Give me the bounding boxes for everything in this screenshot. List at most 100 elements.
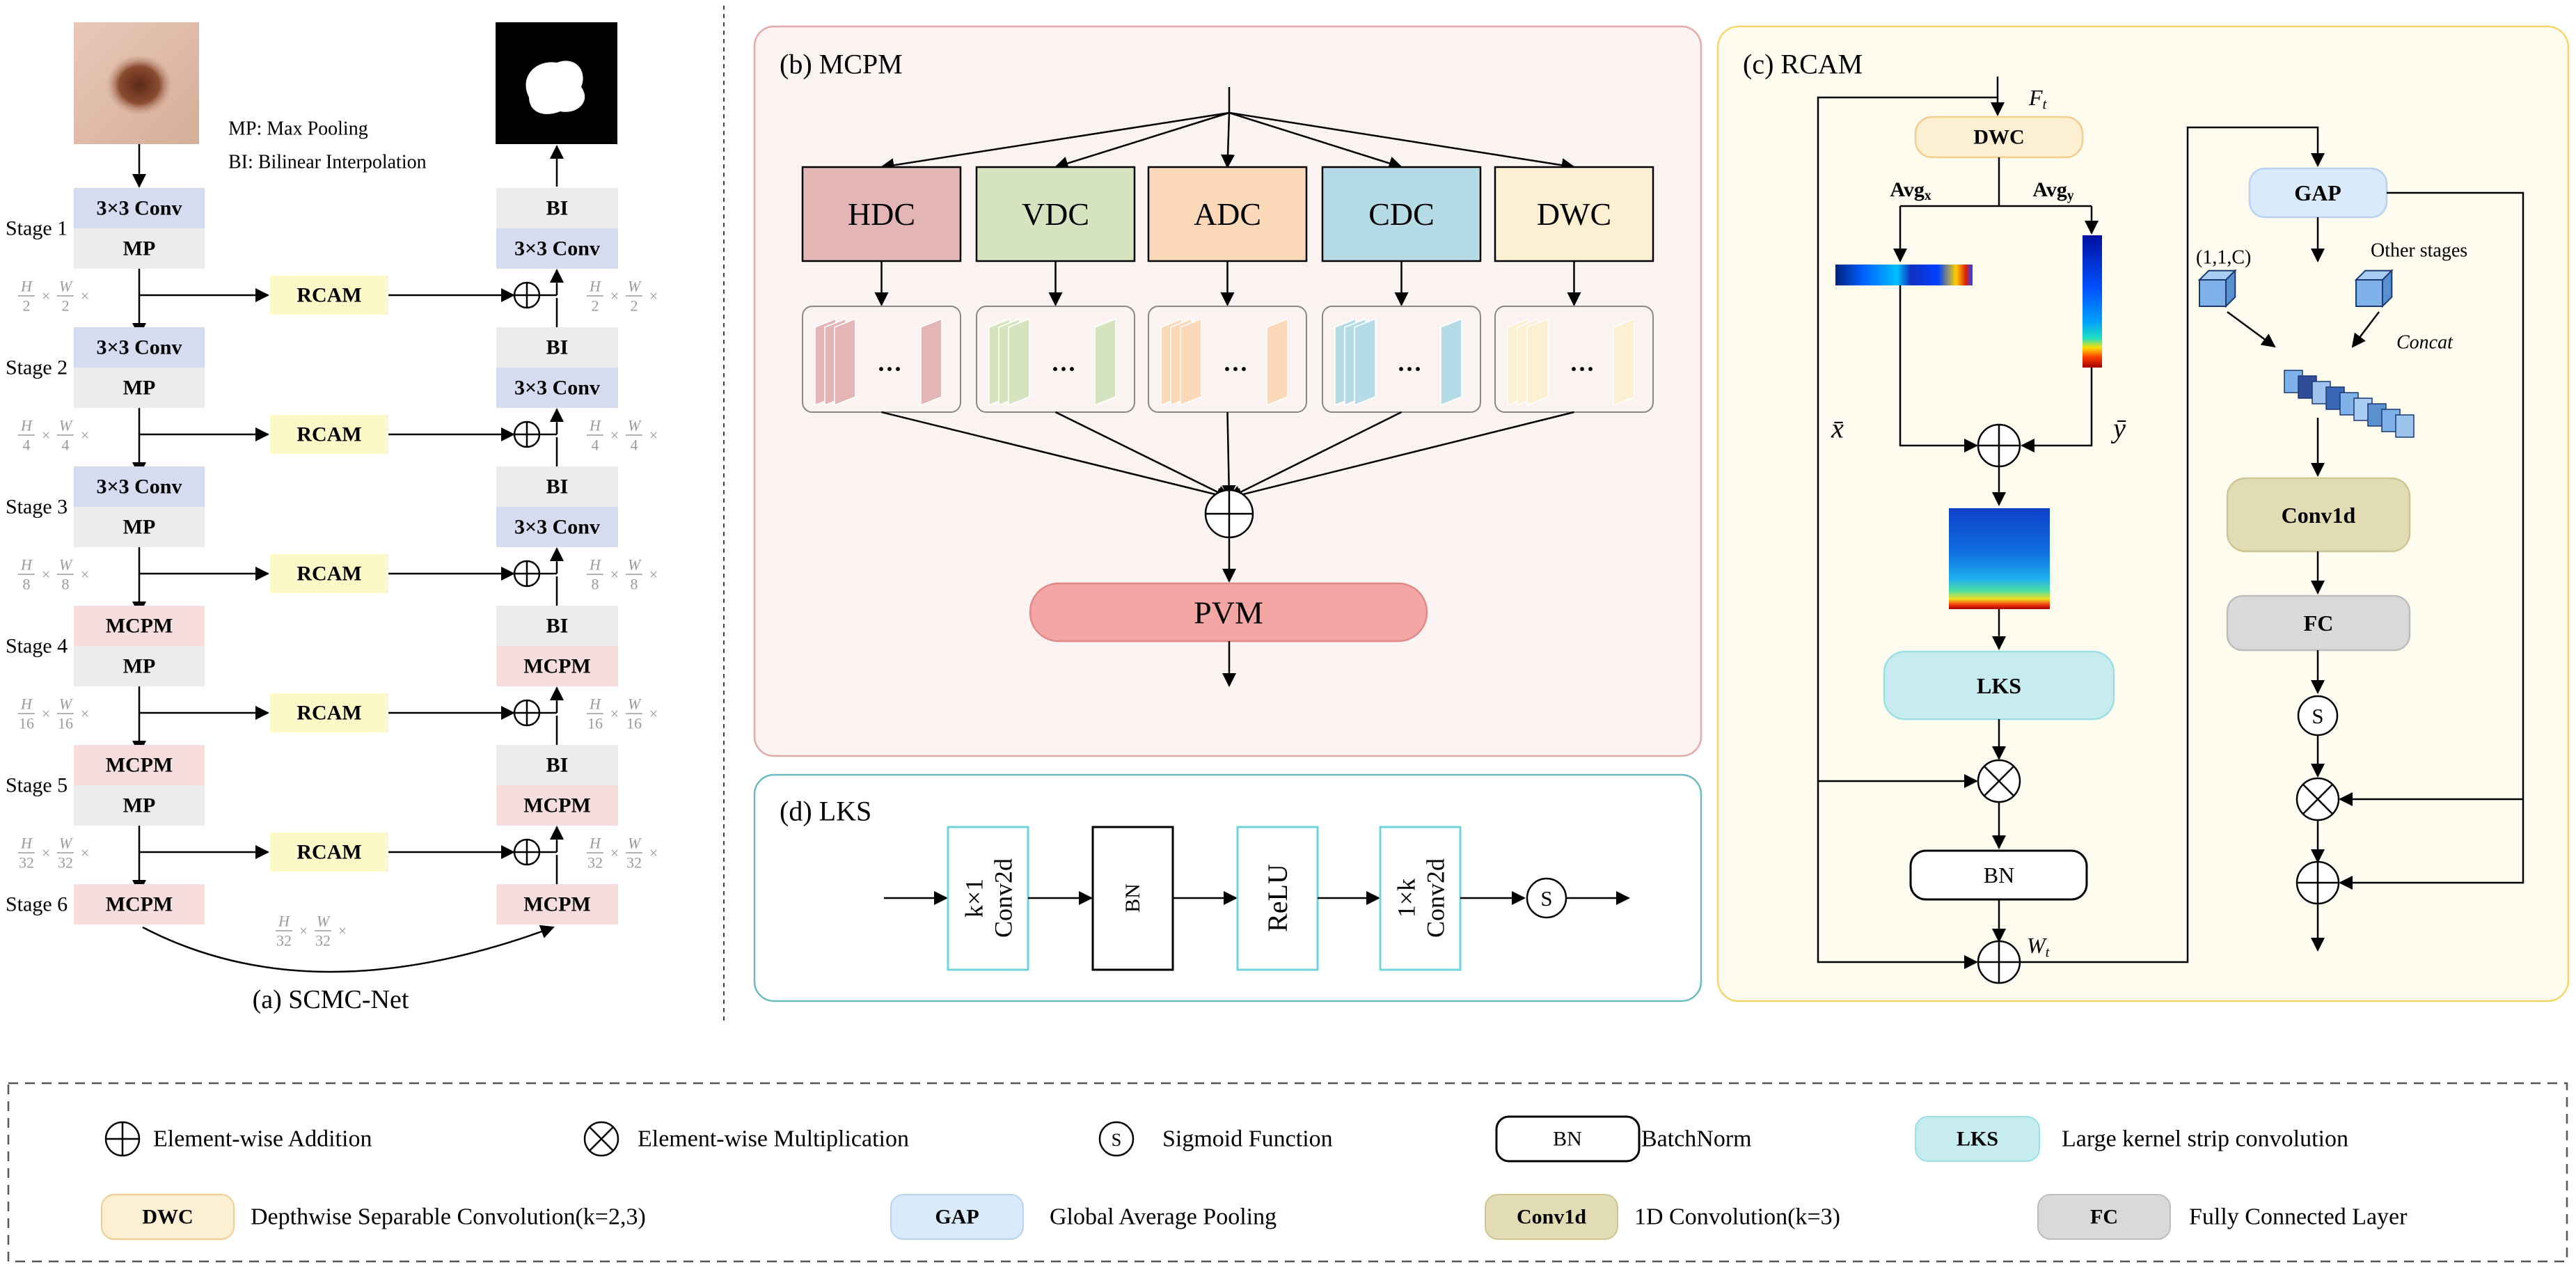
branch-block [1147,166,1308,262]
legend-lks-swatch [1915,1116,2040,1162]
dim-times: × [610,288,619,305]
decoder-block-top [496,466,618,507]
feature-map [1613,317,1635,407]
dim-left: H32×W32× [18,835,89,872]
cube-side [2382,269,2393,308]
encoder-block-top [74,606,205,646]
dim-num: H [20,417,33,434]
dim-right: H32×W32× [587,835,658,872]
dim-den: 32 [19,854,34,872]
branch-block [975,166,1136,262]
dim-left: H16×W16× [18,695,89,732]
rcam-label: RCAM [297,562,361,585]
decoder-block-bottom-label: MCPM [523,794,591,817]
encoder-block-top [74,466,205,507]
other-stages-label: Other stages [2371,240,2467,262]
encoder-block-top-label: 3×3 Conv [97,475,182,498]
dim-den: 8 [62,576,70,593]
dim-num: H [278,913,290,930]
rcam-label: RCAM [297,702,361,725]
feature-map [1008,317,1030,407]
decoder-block-bottom-label: MCPM [523,655,591,678]
dim-times: × [610,566,619,583]
encoder-block-bottom [74,646,205,686]
dim-den: 32 [626,854,642,872]
bn-label: BN [1984,863,2014,888]
lks-title: (d) LKS [780,796,871,827]
decoder-block-bottom [496,507,618,547]
dim-den: 8 [592,576,599,593]
dim-times: × [42,427,50,444]
lks-block-line1: ReLU [1262,864,1293,932]
feature-map [1266,317,1288,407]
dim-den: 16 [19,715,34,732]
rcam-output-label: Wt [2027,933,2050,960]
dim-den: 2 [592,297,599,315]
mcpm-title: (b) MCPM [780,49,903,80]
encoder-block-top [74,745,205,785]
decoder-block-top-label: BI [546,754,569,777]
legend-sigmoid-icon [1098,1121,1135,1157]
conv1d-label: Conv1d [2282,503,2356,528]
concat-cube [2395,414,2415,438]
dim-num: H [589,278,601,295]
merge-arrow [881,411,1231,502]
feature-map [1526,317,1549,407]
dim-den: 32 [315,932,331,950]
dim-den: 32 [587,854,603,872]
feature-map [1440,317,1462,407]
dim-den: 8 [631,576,638,593]
decoder-block-bottom-label: 3×3 Conv [514,377,600,400]
legend-text: Large kernel strip convolution [2062,1126,2348,1152]
dim-times: × [81,566,89,583]
legend-bi: BI: Bilinear Interpolation [228,152,427,173]
avg-x-heatstrip [1835,265,1973,285]
dim-num: W [628,835,642,852]
dim-times: × [299,922,308,940]
decoder-block-top [496,606,618,646]
encoder-block-top [74,188,205,228]
dim-times: × [610,705,619,723]
dim-den: 4 [592,436,599,454]
dim-num: H [589,417,601,434]
dim-num: H [589,556,601,574]
dim-num: H [20,278,33,295]
stage-label: Stage 5 [6,774,68,797]
dim-num: W [59,417,73,434]
lks-block [947,826,1029,971]
dim-left: H8×W8× [18,556,89,593]
pvm-label: PVM [1194,595,1263,631]
dim-num: W [59,695,73,713]
legend-mp: MP: Max Pooling [228,118,368,140]
feature-ellipsis: ··· [1397,355,1422,383]
shape-label: (1,1,C) [2196,247,2251,269]
decoder-block-bottom [496,646,618,686]
x-bar-label: x̄ [1831,413,1844,444]
dim-right: H16×W16× [587,695,658,732]
decoder-block-top-label: BI [546,615,569,638]
feature-map [920,317,942,407]
rcam-label: RCAM [297,284,361,307]
lks-block-text: ReLU [1262,864,1293,932]
dim-times: × [81,705,89,723]
branch-label: HDC [848,196,915,232]
encoder-block-top-label: 3×3 Conv [97,336,182,359]
avg-y-heatstrip [2083,235,2102,368]
concat-arrow [2351,311,2380,348]
rcam-block [270,276,388,315]
feature-ellipsis: ··· [1570,355,1595,383]
dim-right: H2×W2× [587,278,658,315]
decoder-block-stage6-label: MCPM [523,893,591,916]
feature-ellipsis: ··· [1223,355,1248,383]
avg-x-label: Avgx [1890,178,1931,203]
encoder-block-top [74,327,205,368]
bottleneck-arrow [142,924,555,973]
multiply-icon-stroke [2302,783,2334,815]
legend-swatch [1485,1194,1618,1240]
mask-blob [526,61,585,114]
dim-den: 8 [23,576,31,593]
feature-map [834,317,856,407]
encoder-block-bottom-label: MP [123,516,156,539]
lks-block [1091,826,1174,971]
